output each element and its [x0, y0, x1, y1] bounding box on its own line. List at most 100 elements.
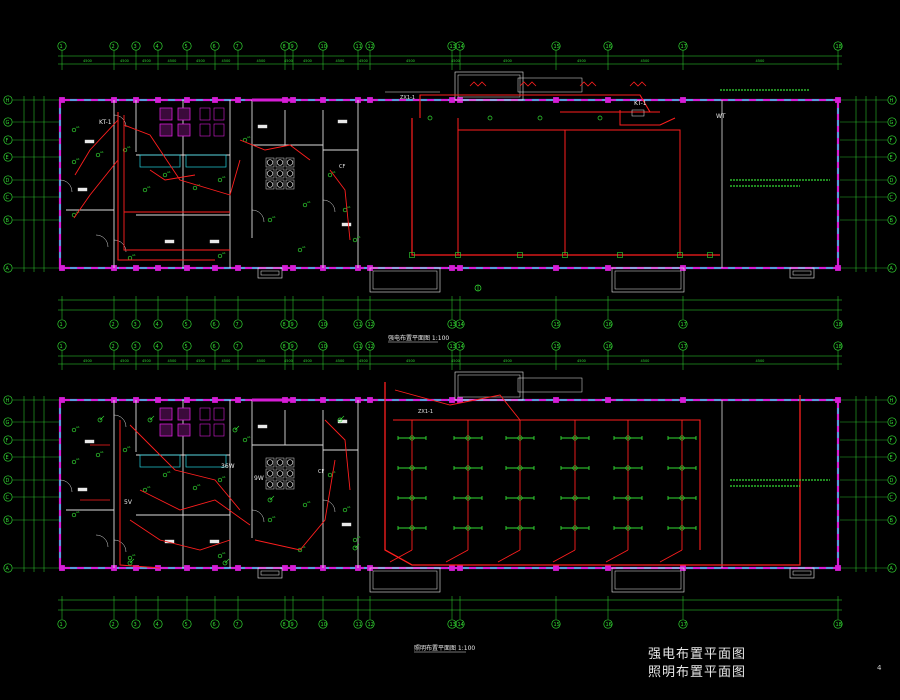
svg-text:H: H — [890, 98, 894, 104]
svg-text:a1: a1 — [76, 157, 80, 161]
svg-text:a1: a1 — [76, 425, 80, 429]
lighting-plan: 1450024500345004450054500645007450084500… — [3, 341, 897, 629]
svg-text:18: 18 — [836, 622, 842, 628]
svg-text:4500: 4500 — [120, 59, 129, 63]
svg-text:A: A — [6, 266, 10, 272]
power-plan-caption: 强电布置平面图 1:100 — [388, 334, 449, 342]
svg-text:a1: a1 — [247, 135, 251, 139]
svg-text:a1: a1 — [332, 470, 336, 474]
svg-text:9: 9 — [291, 44, 294, 50]
svg-text:a1: a1 — [347, 205, 351, 209]
svg-text:14: 14 — [458, 44, 464, 50]
svg-text:a1: a1 — [222, 551, 226, 555]
svg-text:a1: a1 — [302, 245, 306, 249]
svg-text:F: F — [890, 138, 893, 144]
svg-text:4500: 4500 — [451, 359, 460, 363]
svg-text:a1: a1 — [347, 505, 351, 509]
svg-text:A: A — [6, 566, 10, 572]
svg-text:a1: a1 — [167, 170, 171, 174]
svg-text:4500: 4500 — [303, 359, 312, 363]
svg-text:E: E — [890, 155, 893, 161]
svg-text:a1: a1 — [147, 485, 151, 489]
svg-text:18: 18 — [836, 44, 842, 50]
svg-text:9: 9 — [291, 622, 294, 628]
svg-text:1: 1 — [60, 44, 63, 50]
wt-label: WT — [716, 113, 726, 120]
svg-text:4500: 4500 — [222, 59, 231, 63]
svg-text:11: 11 — [356, 622, 362, 628]
svg-text:B: B — [890, 218, 894, 224]
svg-text:a1: a1 — [302, 545, 306, 549]
svg-text:4500: 4500 — [359, 359, 368, 363]
svg-text:7: 7 — [236, 344, 239, 350]
svg-text:12: 12 — [368, 622, 374, 628]
svg-text:4500: 4500 — [303, 59, 312, 63]
svg-text:a1: a1 — [222, 475, 226, 479]
svg-text:4500: 4500 — [222, 359, 231, 363]
svg-text:F: F — [6, 438, 9, 444]
svg-text:1: 1 — [60, 322, 63, 328]
svg-text:4500: 4500 — [577, 359, 586, 363]
svg-text:2: 2 — [112, 44, 115, 50]
svg-text:2: 2 — [112, 322, 115, 328]
label-36w: 36W — [221, 463, 235, 470]
svg-text:a1: a1 — [357, 235, 361, 239]
svg-text:18: 18 — [836, 322, 842, 328]
svg-text:9: 9 — [291, 322, 294, 328]
svg-text:1: 1 — [60, 622, 63, 628]
svg-text:17: 17 — [681, 322, 687, 328]
svg-text:4500: 4500 — [503, 359, 512, 363]
svg-text:a1: a1 — [307, 200, 311, 204]
svg-text:14: 14 — [458, 622, 464, 628]
svg-text:3: 3 — [134, 44, 137, 50]
svg-text:4500: 4500 — [257, 59, 266, 63]
svg-text:a1: a1 — [147, 185, 151, 189]
svg-text:3: 3 — [134, 322, 137, 328]
svg-text:a1: a1 — [332, 170, 336, 174]
svg-text:a1: a1 — [222, 175, 226, 179]
svg-text:H: H — [6, 98, 10, 104]
svg-text:C: C — [6, 195, 10, 201]
svg-text:4500: 4500 — [406, 359, 415, 363]
svg-text:a1: a1 — [132, 253, 136, 257]
svg-text:a1: a1 — [167, 470, 171, 474]
svg-text:4500: 4500 — [451, 59, 460, 63]
svg-text:4500: 4500 — [284, 359, 293, 363]
svg-text:C: C — [890, 195, 894, 201]
svg-text:16: 16 — [606, 322, 612, 328]
svg-text:12: 12 — [368, 344, 374, 350]
svg-text:a1: a1 — [76, 510, 80, 514]
svg-text:4500: 4500 — [336, 59, 345, 63]
svg-text:F: F — [890, 438, 893, 444]
svg-text:A: A — [890, 266, 894, 272]
svg-text:8: 8 — [283, 344, 286, 350]
svg-text:D: D — [890, 178, 894, 184]
svg-text:4: 4 — [156, 622, 159, 628]
svg-text:3: 3 — [134, 622, 137, 628]
svg-text:15: 15 — [554, 322, 560, 328]
svg-text:a1: a1 — [127, 445, 131, 449]
svg-text:5: 5 — [185, 44, 188, 50]
svg-text:2: 2 — [112, 622, 115, 628]
svg-text:15: 15 — [554, 344, 560, 350]
zx-label-lighting: ZX1-1 — [418, 409, 433, 415]
svg-text:8: 8 — [283, 44, 286, 50]
svg-text:a1: a1 — [307, 500, 311, 504]
svg-text:3: 3 — [134, 344, 137, 350]
svg-text:5: 5 — [185, 344, 188, 350]
panel-kt1-right-label: KT-1 — [634, 100, 647, 107]
svg-text:4500: 4500 — [196, 359, 205, 363]
svg-text:E: E — [6, 155, 9, 161]
svg-text:4500: 4500 — [577, 59, 586, 63]
svg-text:18: 18 — [836, 344, 842, 350]
svg-text:a1: a1 — [197, 483, 201, 487]
svg-text:10: 10 — [321, 344, 327, 350]
lighting-plan-caption: 照明布置平面图 1:100 — [414, 644, 475, 652]
svg-text:C: C — [890, 495, 894, 501]
svg-text:G: G — [890, 120, 894, 126]
svg-text:8: 8 — [283, 622, 286, 628]
svg-text:13: 13 — [450, 322, 456, 328]
svg-text:4500: 4500 — [83, 59, 92, 63]
svg-text:4500: 4500 — [756, 59, 765, 63]
